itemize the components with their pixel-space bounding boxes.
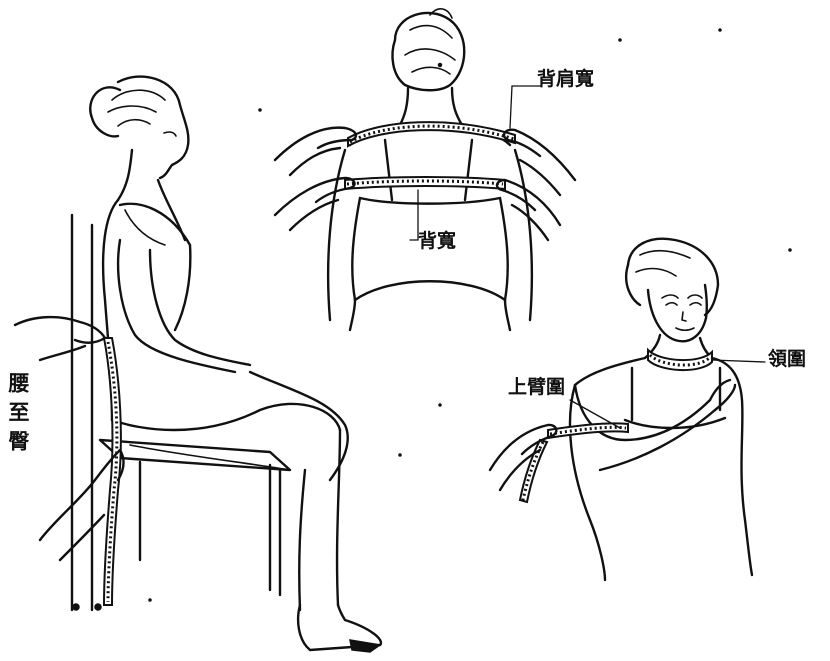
hair-strands <box>108 90 165 126</box>
face-outline <box>648 285 707 341</box>
nose <box>682 312 686 321</box>
hair-strands-front <box>636 251 690 276</box>
torso-left <box>352 198 360 300</box>
hair-bun-back <box>392 13 464 90</box>
lap-contour <box>112 404 340 430</box>
neck-right <box>452 88 462 125</box>
chair-foot <box>73 604 79 610</box>
eyes <box>666 303 701 305</box>
tape-hanging-end <box>520 440 547 502</box>
knee-front <box>250 372 348 480</box>
eyebrows <box>662 295 702 298</box>
label-upper-arm-circumference: 上臂圍 <box>508 378 565 397</box>
camisole-strap <box>125 210 165 245</box>
torso-right <box>500 198 508 300</box>
upper-arm <box>118 240 235 372</box>
hand-back-left <box>275 178 355 230</box>
arm-left <box>328 150 345 320</box>
hair-bun <box>90 87 120 136</box>
shoe-toe <box>350 640 380 652</box>
chair-foot <box>95 604 101 610</box>
scan-speckles <box>149 29 791 601</box>
tape-neck-circumference <box>648 350 712 370</box>
mouth <box>676 328 694 330</box>
label-waist-to-hip: 腰至臀 <box>8 372 29 459</box>
label-back-width: 背寬 <box>418 232 456 251</box>
leader-back-shoulder-width <box>510 86 512 128</box>
tape-back-width <box>345 177 505 189</box>
shin-front <box>337 430 340 605</box>
strap-right <box>465 140 472 200</box>
neck-left <box>400 88 408 125</box>
seated-woman-figure <box>15 77 381 652</box>
label-back-shoulder-width: 背肩寬 <box>537 70 594 89</box>
measuring-hand-arm <box>490 425 556 490</box>
hip-lines <box>350 300 510 330</box>
arm-right <box>515 150 532 320</box>
back-of-neck <box>118 150 132 200</box>
camisole-front <box>120 204 190 330</box>
eye <box>164 132 176 136</box>
inner-arm <box>150 250 250 365</box>
tape-back-shoulder-width <box>348 122 515 146</box>
camisole-band <box>360 198 500 204</box>
back-view-figure <box>275 9 575 330</box>
leader-back-width <box>410 190 418 240</box>
waist-line <box>355 281 505 300</box>
label-neck-circumference: 領圍 <box>768 350 806 369</box>
strap-left <box>385 140 392 200</box>
shin-back <box>299 470 305 610</box>
bun-strands <box>405 26 455 74</box>
